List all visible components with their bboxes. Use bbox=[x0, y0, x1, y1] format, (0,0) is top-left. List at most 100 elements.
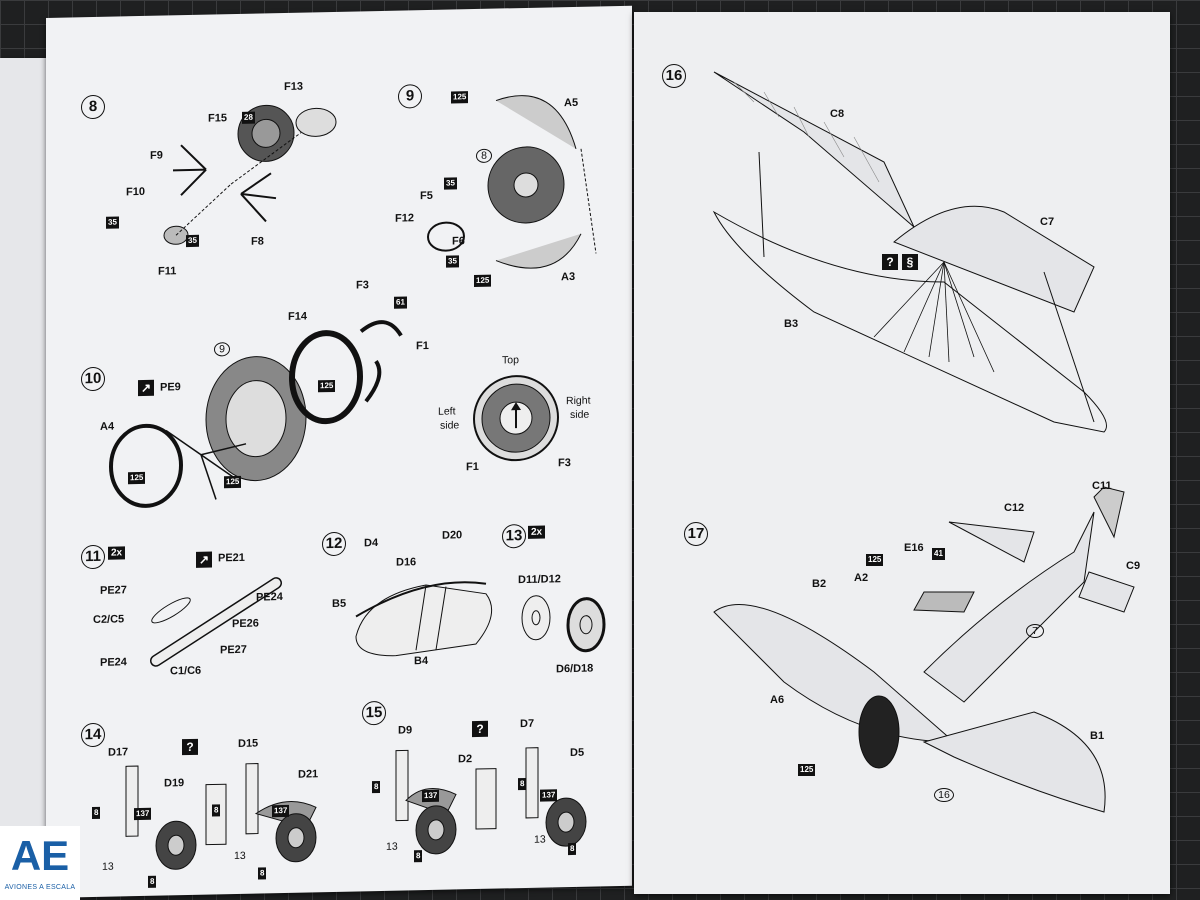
paint-code-badge: 35 bbox=[444, 177, 457, 190]
part-b1-label: B1 bbox=[1090, 730, 1105, 742]
paint-code-badge: 8 bbox=[148, 875, 157, 888]
part-d16-label: D16 bbox=[396, 556, 417, 569]
subassembly-13-ref: 13 bbox=[534, 833, 546, 846]
part-f8-label: F8 bbox=[251, 235, 264, 248]
part-c1-c6-label: C1/C6 bbox=[170, 664, 202, 678]
part-b4-label: B4 bbox=[414, 654, 429, 668]
step-13-wheel-drawing bbox=[521, 595, 606, 653]
paint-code-badge: 8 bbox=[258, 867, 267, 880]
part-d15-label: D15 bbox=[238, 737, 259, 750]
paint-code-badge: 137 bbox=[134, 807, 152, 821]
part-f14-label: F14 bbox=[288, 310, 307, 323]
paint-code-badge: 125 bbox=[798, 764, 816, 776]
part-f11-label: F11 bbox=[158, 265, 177, 278]
paint-code-badge: 8 bbox=[518, 777, 527, 791]
part-f5-label: F5 bbox=[420, 189, 433, 203]
paint-code-badge: 35 bbox=[186, 234, 199, 248]
part-f10-label: F10 bbox=[126, 185, 145, 199]
step-12-number: 12 bbox=[322, 531, 346, 557]
step-17-aircraft-drawing bbox=[713, 486, 1135, 813]
part-b2-label: B2 bbox=[812, 578, 827, 590]
part-c2-c5-label: C2/C5 bbox=[93, 613, 125, 627]
step-10-cowling-drawing bbox=[109, 320, 403, 508]
part-d2-label: D2 bbox=[458, 753, 473, 766]
paint-code-badge: 8 bbox=[92, 806, 101, 820]
step-12-tank-drawing bbox=[355, 581, 493, 657]
part-d5-label: D5 bbox=[570, 746, 585, 760]
question-icon: ? bbox=[472, 720, 488, 738]
orientation-left-side-label: side bbox=[440, 419, 460, 432]
part-pe27-label: PE27 bbox=[100, 584, 127, 597]
orientation-left-label: Left bbox=[438, 405, 456, 418]
part-c12-label: C12 bbox=[1004, 502, 1025, 514]
paint-code-badge: 35 bbox=[106, 216, 119, 229]
step-16-wing-drawing bbox=[712, 71, 1107, 433]
part-a2-label: A2 bbox=[854, 572, 869, 584]
paint-code-badge: 8 bbox=[372, 780, 381, 794]
part-b3-label: B3 bbox=[784, 318, 799, 330]
part-f15-label: F15 bbox=[208, 112, 227, 125]
paint-code-badge: 61 bbox=[394, 296, 407, 309]
aviones-a-escala-logo: AE AVIONES A ESCALA bbox=[0, 826, 80, 900]
part-f9-label: F9 bbox=[150, 149, 163, 162]
part-c7-label: C7 bbox=[1040, 216, 1055, 228]
orientation-right-side-label: side bbox=[570, 408, 590, 422]
part-a4-label: A4 bbox=[100, 420, 115, 433]
paint-code-badge: 125 bbox=[866, 554, 884, 566]
part-b5-label: B5 bbox=[332, 597, 347, 611]
part-d6-d18-label: D6/D18 bbox=[556, 662, 594, 676]
subassembly-16-ref: 16 bbox=[934, 788, 954, 802]
part-d7-label: D7 bbox=[520, 717, 535, 731]
part-f6-label: F6 bbox=[452, 235, 465, 248]
quantity-multiplier: 2x bbox=[108, 546, 126, 560]
paint-code-badge: 41 bbox=[932, 548, 945, 560]
part-d4-label: D4 bbox=[364, 537, 379, 550]
part-a6-label: A6 bbox=[770, 694, 785, 706]
instruction-page-left: 8 F13 F15 28 F9 F10 35 35 F8 F11 9 125 A… bbox=[46, 5, 632, 899]
previous-page-edge bbox=[0, 58, 48, 900]
paint-code-badge: 125 bbox=[224, 475, 242, 489]
orientation-right-label: Right bbox=[566, 394, 591, 408]
paint-code-badge: 125 bbox=[128, 471, 146, 485]
part-pe24-label: PE24 bbox=[100, 656, 127, 669]
instruction-page-right: 16 C8 C7 ? § B3 17 C11 C12 125 E16 41 B2… bbox=[634, 12, 1170, 894]
part-a3-label: A3 bbox=[561, 270, 576, 284]
paint-code-badge: 137 bbox=[540, 789, 558, 802]
step-9-cowling-drawing bbox=[427, 95, 597, 269]
logo-mark: AE bbox=[10, 832, 70, 879]
step-17-number: 17 bbox=[684, 522, 708, 546]
paint-code-badge: 8 bbox=[568, 842, 577, 856]
part-pe9-label: PE9 bbox=[160, 381, 181, 394]
step-16-number: 16 bbox=[662, 64, 686, 88]
step-15-number: 15 bbox=[362, 700, 386, 726]
step-13-number: 13 bbox=[502, 523, 526, 549]
paint-code-badge: 28 bbox=[242, 111, 255, 124]
paint-code-badge: 125 bbox=[474, 274, 492, 288]
paint-code-badge: 125 bbox=[451, 91, 469, 104]
part-pe26-label: PE26 bbox=[232, 617, 259, 631]
paint-code-badge: 35 bbox=[446, 255, 459, 268]
subassembly-13-ref: 13 bbox=[102, 860, 114, 873]
part-d11-d12-label: D11/D12 bbox=[518, 573, 561, 587]
question-icon: ? bbox=[882, 254, 898, 270]
step-10-number: 10 bbox=[81, 366, 105, 392]
part-d21-label: D21 bbox=[298, 768, 319, 781]
part-d19-label: D19 bbox=[164, 777, 185, 790]
part-e16-label: E16 bbox=[904, 542, 924, 554]
photo-etch-icon: ↗ bbox=[138, 379, 154, 397]
orientation-f3-label: F3 bbox=[558, 457, 571, 470]
part-c11-label: C11 bbox=[1092, 480, 1112, 492]
subassembly-7-ref: 7 bbox=[1026, 624, 1044, 638]
paint-code-badge: 8 bbox=[212, 804, 221, 817]
part-d9-label: D9 bbox=[398, 724, 413, 737]
step-11-number: 11 bbox=[81, 544, 105, 570]
subassembly-13-ref: 13 bbox=[386, 840, 398, 853]
engine-orientation-drawing bbox=[473, 375, 559, 462]
section-icon: § bbox=[902, 254, 918, 270]
orientation-top-label: Top bbox=[502, 354, 519, 367]
part-c9-label: C9 bbox=[1126, 560, 1141, 572]
part-f12-label: F12 bbox=[395, 212, 414, 225]
part-c8-label: C8 bbox=[830, 108, 845, 120]
step-11-gun-drawing bbox=[150, 577, 282, 667]
part-f1-label: F1 bbox=[416, 339, 429, 353]
